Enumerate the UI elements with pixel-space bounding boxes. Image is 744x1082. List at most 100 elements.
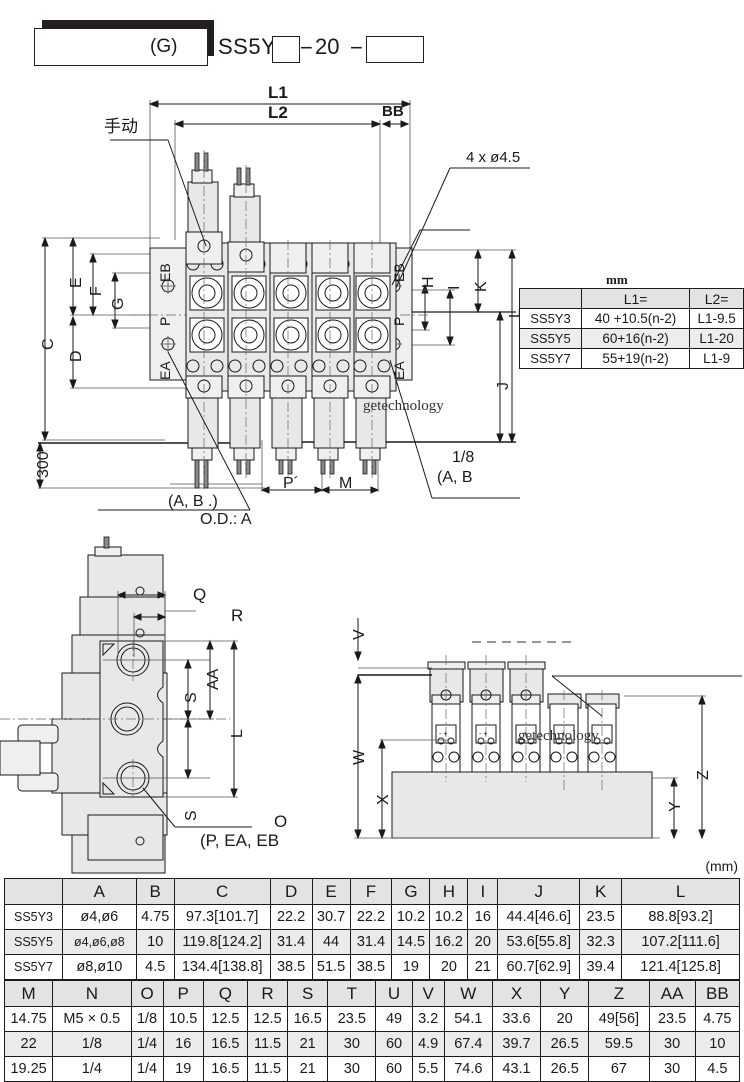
side-view-drawing: - + - + - +	[354, 618, 742, 840]
svg-text:- +: - +	[557, 731, 565, 738]
table-cell: 11.5	[246, 1056, 289, 1082]
table-cell: 10	[694, 1031, 741, 1057]
length-cell: SS5Y5	[519, 328, 582, 349]
table-cell: 19.25	[3, 1056, 54, 1082]
table-cell: 31.4	[269, 929, 313, 955]
port-size-callout: 1/8	[452, 449, 475, 466]
table-cell: 10	[135, 929, 175, 955]
col-header: R	[246, 980, 289, 1007]
table-cell: 21	[467, 954, 499, 980]
dim-label-BB: BB	[382, 103, 404, 120]
port-label-eb-right: EB	[391, 263, 407, 282]
dim-label-E: E	[68, 277, 85, 288]
front-view-drawing	[0, 536, 252, 874]
header-code: 20	[315, 34, 340, 59]
table-cell: 49[56]	[588, 1006, 650, 1032]
table-cell: 51.5	[311, 954, 351, 980]
port-label-ea-left: EA	[157, 361, 173, 380]
table-cell: 39.4	[579, 954, 623, 980]
port-label-eb-left: EB	[157, 263, 173, 282]
table-cell: 43.1	[491, 1056, 542, 1082]
col-header: M	[3, 980, 54, 1007]
table-cell: 60	[375, 1056, 413, 1082]
table-cell: 12.5	[246, 1006, 289, 1032]
table-cell: 59.5	[588, 1031, 650, 1057]
svg-text:- +: - +	[519, 731, 527, 738]
col-header: AA	[648, 980, 696, 1007]
port-label-ea-right: EA	[391, 361, 407, 380]
table-cell: 23.5	[327, 1006, 377, 1032]
table-cell: 4.5	[694, 1056, 741, 1082]
table-cell: 16.5	[202, 1031, 248, 1057]
table-row: 14.75 M5 × 0.5 1/8 10.5 12.5 12.5 16.5 2…	[3, 1006, 741, 1032]
table-cell: 4.75	[694, 1006, 741, 1032]
table-cell: 14.75	[3, 1006, 54, 1032]
table-cell: 11.5	[246, 1031, 289, 1057]
table-cell: 119.8[124.2]	[173, 929, 271, 955]
table-cell: 1/4	[130, 1056, 164, 1082]
length-table-row: SS5Y5 60+16(n-2) L1-20	[519, 328, 744, 349]
front-dim-label-AA: AA	[205, 668, 222, 690]
dim-label-C: C	[40, 338, 57, 350]
table-cell: 67.4	[443, 1031, 493, 1057]
table-cell: 16.2	[429, 929, 469, 955]
header-suffix-box	[366, 36, 424, 63]
front-dim-label-Q: Q	[193, 585, 207, 604]
dim-label-I: I	[446, 285, 463, 290]
col-header: X	[491, 980, 542, 1007]
dim-label-F: F	[88, 286, 105, 296]
length-table-header-1: L1=	[580, 288, 691, 309]
dim-label-G: G	[110, 297, 127, 310]
table-cell: 20	[467, 929, 499, 955]
table-cell: 22.2	[349, 904, 393, 930]
front-dim-label-R: R	[231, 606, 244, 625]
table-cell: 67	[588, 1056, 650, 1082]
col-header: A	[61, 878, 137, 905]
table-cell: 19	[162, 1056, 204, 1082]
table-cell: 32.3	[579, 929, 623, 955]
table-row: 19.25 1/4 1/4 19 16.5 11.5 21 30 60 5.5 …	[3, 1056, 741, 1082]
table-cell: 39.7	[491, 1031, 542, 1057]
svg-text:- +: - +	[479, 731, 487, 738]
dim-label-D: D	[68, 350, 85, 362]
table-cell: 16	[162, 1031, 204, 1057]
dimension-table-1: A B C D E F G H I J K L SS5Y3 ø4,ø6 4.75…	[4, 878, 740, 980]
dim-label-H: H	[420, 276, 437, 288]
dim-label-K: K	[473, 281, 490, 292]
table-cell: 49	[375, 1006, 413, 1032]
dim-label-L2: L2	[268, 103, 288, 122]
table-cell: 16.5	[287, 1006, 329, 1032]
col-header: O	[130, 980, 164, 1007]
table-cell: 12.5	[202, 1006, 248, 1032]
port-label-p-right: P	[391, 316, 407, 326]
col-header: V	[411, 980, 445, 1007]
side-dim-label-V: V	[351, 629, 368, 640]
od-a-callout: O.D.: A	[200, 511, 252, 528]
col-header: Y	[540, 980, 590, 1007]
table-cell: 19	[391, 954, 431, 980]
port-ab-right-callout: (A, B	[437, 469, 473, 486]
table-cell: 21	[287, 1031, 329, 1057]
col-header: Q	[202, 980, 248, 1007]
length-cell: SS5Y3	[519, 308, 582, 329]
dim-table-unit: (mm)	[705, 858, 738, 874]
table-cell: 26.5	[540, 1056, 590, 1082]
table-header-row: M N O P Q R S T U V W X Y Z AA BB	[3, 980, 741, 1007]
part-number-header: (G) SS5Y − 20 −	[0, 14, 460, 76]
dim-label-P-prime: P´	[283, 475, 299, 492]
table-cell: 3.2	[411, 1006, 445, 1032]
length-cell: 55+19(n-2)	[580, 348, 691, 369]
holes-callout: 4 x ø4.5	[466, 149, 521, 166]
table-cell: 4.9	[411, 1031, 445, 1057]
table-cell: 97.3[101.7]	[173, 904, 271, 930]
length-table: L1= L2= SS5Y3 40 +10.5(n-2) L1-9.5 SS5Y5…	[519, 288, 744, 369]
main-view-drawing	[36, 100, 530, 511]
length-cell: 40 +10.5(n-2)	[580, 308, 691, 329]
length-table-row: SS5Y3 40 +10.5(n-2) L1-9.5	[519, 308, 744, 329]
col-header: BB	[694, 980, 741, 1007]
port-label-p-left: P	[157, 316, 173, 326]
length-table-unit: mm	[606, 272, 628, 287]
front-callout-ports: (P, EA, EB	[200, 831, 280, 850]
side-dim-label-Y: Y	[667, 801, 684, 812]
table-cell: SS5Y3	[4, 904, 63, 930]
